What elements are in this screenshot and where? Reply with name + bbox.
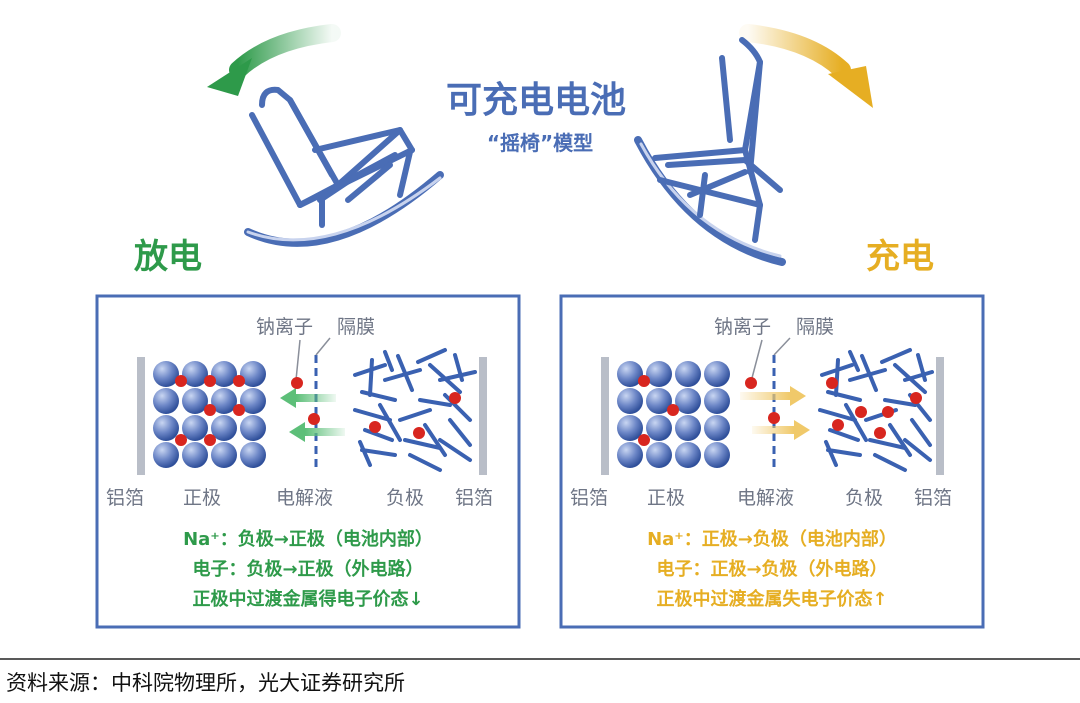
charge-panel: 钠离子 隔膜 铝箔 正极 电解液 负极 铝箔 Na⁺：正极→负极（电池内部） 电… [559, 294, 985, 629]
label-electrolyte: 电解液 [737, 487, 794, 509]
ion-arrows [740, 377, 810, 440]
separator-label: 隔膜 [796, 316, 834, 338]
cathode-lattice [617, 361, 730, 468]
ion-label: 钠离子 [256, 316, 313, 338]
label-anode: 负极 [386, 487, 424, 509]
left-rocking-chair [244, 86, 444, 247]
charge-label: 充电 [866, 237, 934, 277]
label-cathode: 正极 [183, 487, 221, 509]
label-al-foil-left: 铝箔 [570, 487, 608, 509]
discharge-line-3: 正极中过渡金属得电子价态↓ [192, 588, 423, 610]
charge-line-2: 电子：正极→负极（外电路） [656, 558, 887, 580]
label-anode: 负极 [845, 487, 883, 509]
discharge-line-2: 电子：负极→正极（外电路） [192, 558, 423, 580]
discharge-label: 放电 [134, 237, 202, 277]
right-aluminum-foil [936, 357, 944, 475]
label-cathode: 正极 [647, 487, 685, 509]
label-al-foil-right: 铝箔 [914, 487, 952, 509]
ion-arrows [280, 377, 345, 442]
charge-curved-arrow [739, 24, 873, 108]
label-electrolyte: 电解液 [276, 487, 333, 509]
label-al-foil-right: 铝箔 [455, 487, 493, 509]
charge-line-3: 正极中过渡金属失电子价态↑ [656, 588, 887, 610]
discharge-curved-arrow [207, 24, 341, 96]
label-al-foil-left: 铝箔 [106, 487, 144, 509]
ion-label: 钠离子 [714, 316, 771, 338]
left-aluminum-foil [601, 357, 609, 475]
cathode-lattice [153, 361, 266, 468]
discharge-panel: 钠离子 隔膜 铝箔 正极 电解液 负极 铝箔 Na⁺：负极→正极（电池内部） 电… [95, 294, 521, 629]
right-rocking-chair [634, 37, 786, 266]
discharge-line-1: Na⁺：负极→正极（电池内部） [183, 528, 433, 550]
anode-graphite [818, 348, 934, 472]
left-aluminum-foil [137, 357, 145, 475]
source-note: 资料来源：中科院物理所，光大证券研究所 [6, 671, 405, 695]
charge-line-1: Na⁺：正极→负极（电池内部） [647, 528, 897, 550]
right-aluminum-foil [479, 357, 487, 475]
separator-label: 隔膜 [337, 316, 375, 338]
diagram-title: 可充电电池 [446, 80, 626, 121]
diagram-subtitle: “摇椅”模型 [487, 131, 593, 155]
